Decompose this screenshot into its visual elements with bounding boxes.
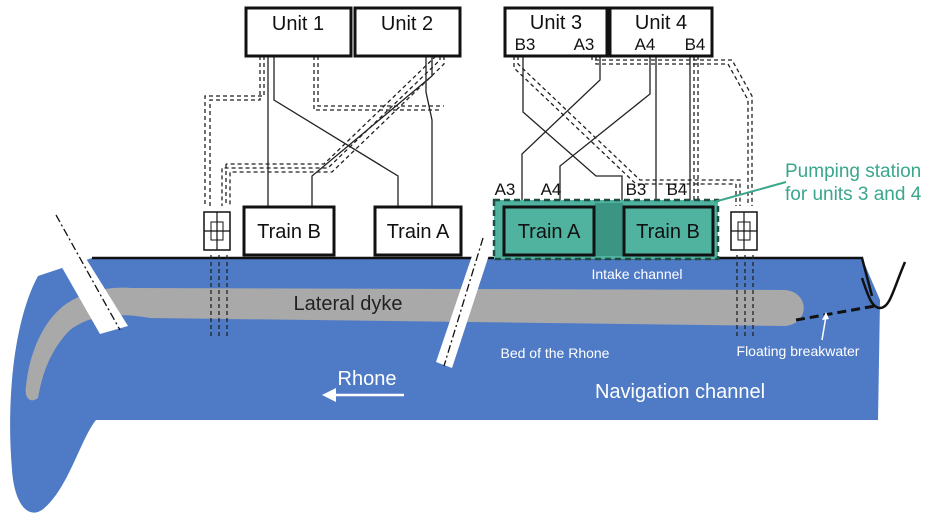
- conn-label-a3: A3: [495, 180, 516, 199]
- breaker-bar-mid: [436, 237, 490, 368]
- left-train-a: Train A: [373, 205, 463, 257]
- breaker-bar-left: [52, 214, 128, 334]
- intake-channel-label: Intake channel: [591, 266, 682, 282]
- conn-label-a4: A4: [541, 180, 562, 199]
- lateral-dyke: [25, 287, 804, 401]
- pipe-network: [204, 55, 753, 206]
- breakwater-arrow: [821, 315, 827, 341]
- unit-4-sub-b4: B4: [685, 35, 706, 54]
- breakwater-hook: [860, 261, 907, 310]
- left-train-a-label: Train A: [387, 221, 450, 243]
- pumping-station: Train A Train B: [492, 198, 720, 261]
- rhone-flow-arrow: [322, 388, 404, 402]
- unit-2-box: [353, 6, 462, 58]
- navigation-channel-label: Navigation channel: [595, 381, 765, 403]
- left-train-b-label: Train B: [257, 221, 321, 243]
- right-train-a-label: Train A: [518, 221, 581, 243]
- unit-4-box: [608, 6, 714, 58]
- unit-3-label: Unit 3: [530, 12, 582, 34]
- filter-box-left: [203, 211, 231, 251]
- bank-outline: [92, 256, 874, 297]
- unit-2: Unit 2: [353, 6, 462, 58]
- conn-label-b3: B3: [626, 180, 647, 199]
- pumping-station-label-line1: Pumping station: [785, 161, 921, 182]
- pumping-station-leader: [713, 181, 787, 203]
- unit-1-box: [244, 6, 353, 58]
- pumping-station-center: [595, 203, 623, 256]
- breakwater-arrowhead: [822, 312, 829, 320]
- filter-box-right: [730, 211, 758, 251]
- right-train-a: [502, 205, 596, 257]
- conn-label-b4: B4: [667, 180, 688, 199]
- left-train-b: Train B: [242, 205, 336, 257]
- unit-2-label: Unit 2: [381, 13, 433, 35]
- bed-of-rhone-label: Bed of the Rhone: [501, 345, 610, 361]
- rhone-label: Rhone: [338, 368, 397, 390]
- unit-4-sub-a4: A4: [635, 35, 656, 54]
- unit-4-label: Unit 4: [635, 12, 687, 34]
- unit-3-sub-a3: A3: [574, 35, 595, 54]
- unit-1: Unit 1: [244, 6, 353, 58]
- right-train-b-label: Train B: [636, 221, 700, 243]
- unit-1-label: Unit 1: [272, 13, 324, 35]
- lateral-dyke-label: Lateral dyke: [294, 293, 403, 315]
- pumping-station-label-line2: for units 3 and 4: [785, 184, 922, 205]
- right-train-b: [622, 205, 715, 257]
- unit-3-sub-b3: B3: [515, 35, 536, 54]
- unit-3: Unit 3 B3 A3: [503, 6, 609, 58]
- unit-3-box: [503, 6, 609, 58]
- unit-4: Unit 4 A4 B4: [608, 6, 714, 58]
- floating-breakwater-label: Floating breakwater: [737, 343, 860, 359]
